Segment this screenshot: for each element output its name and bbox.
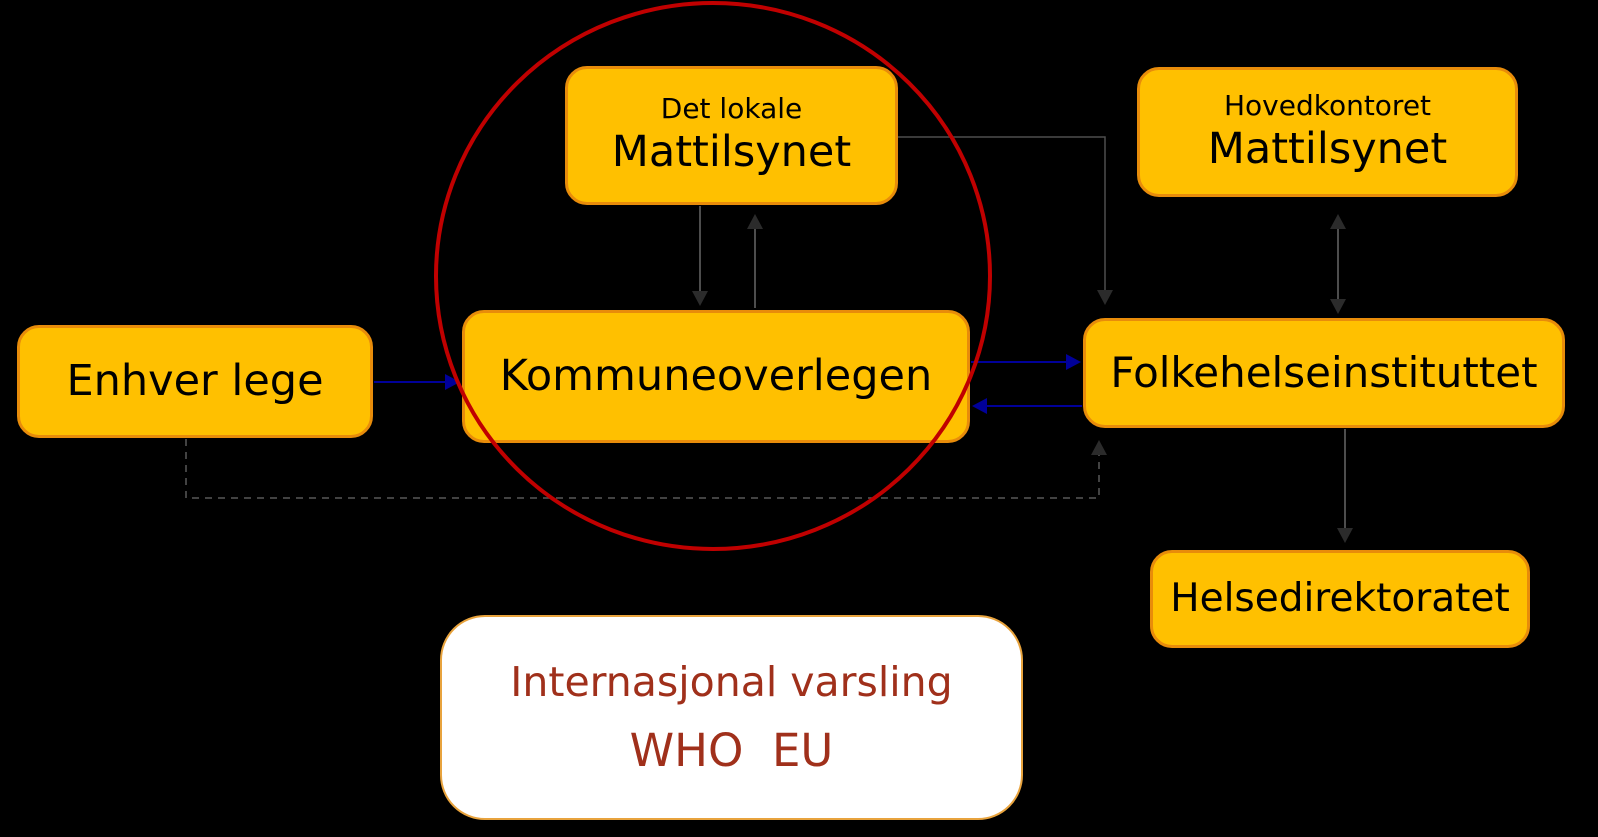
arrow-mattilsynet-to-folkehelseinstituttet <box>898 136 1113 305</box>
node-folkehelseinstituttet-label: Folkehelseinstituttet <box>1110 347 1538 397</box>
arrow-enhver-lege-to-kommuneoverlegen <box>374 374 460 390</box>
arrow-enhver-lege-to-folkehelseinstituttet-dashed <box>185 439 1107 499</box>
arrow-hovedkontoret-folkehelseinstituttet-double <box>1330 214 1346 314</box>
arrow-folkehelseinstituttet-to-kommuneoverlegen <box>972 398 1082 414</box>
node-det-lokale-line1: Det lokale <box>660 92 803 126</box>
internasjonal-line2: WHO EU <box>629 724 834 777</box>
node-helsedirektoratet-label: Helsedirektoratet <box>1170 575 1510 621</box>
node-internasjonal-varsling: Internasjonal varsling WHO EU <box>440 615 1023 820</box>
arrow-kommuneoverlegen-to-folkehelseinstituttet <box>971 354 1081 370</box>
node-helsedirektoratet: Helsedirektoratet <box>1150 550 1530 648</box>
node-hovedkontoret-mattilsynet: Hovedkontoret Mattilsynet <box>1137 67 1518 197</box>
node-hovedkontoret-line1: Hovedkontoret <box>1223 88 1432 122</box>
node-folkehelseinstituttet: Folkehelseinstituttet <box>1083 318 1565 428</box>
node-kommuneoverlegen: Kommuneoverlegen <box>462 310 970 443</box>
node-det-lokale-line2: Mattilsynet <box>611 127 852 178</box>
arrow-folkehelseinstituttet-to-helsedirektoratet <box>1337 429 1353 543</box>
node-hovedkontoret-line2: Mattilsynet <box>1207 123 1448 174</box>
arrow-mattilsynet-to-kommuneoverlegen <box>692 206 708 306</box>
node-det-lokale-mattilsynet: Det lokale Mattilsynet <box>565 66 898 205</box>
node-enhver-lege: Enhver lege <box>17 325 373 438</box>
internasjonal-line1: Internasjonal varsling <box>510 658 953 706</box>
arrow-kommuneoverlegen-to-mattilsynet <box>747 214 763 308</box>
node-kommuneoverlegen-label: Kommuneoverlegen <box>499 350 933 401</box>
node-enhver-lege-label: Enhver lege <box>66 355 324 406</box>
